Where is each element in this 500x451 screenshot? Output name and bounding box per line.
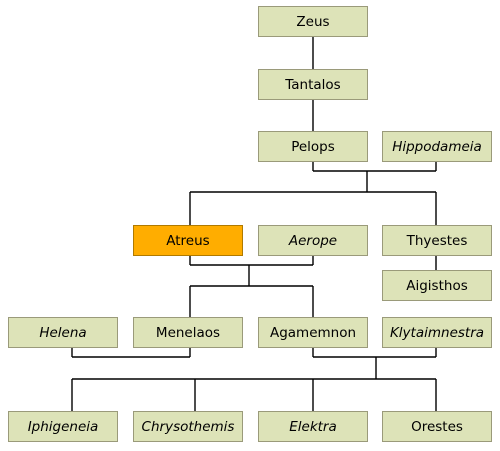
node-pelops: Pelops [258,131,368,162]
node-atreus: Atreus [133,225,243,256]
node-helena: Helena [8,317,118,348]
node-tantalos: Tantalos [258,69,368,100]
node-menelaos: Menelaos [133,317,243,348]
node-aigisthos: Aigisthos [382,270,492,301]
node-zeus: Zeus [258,6,368,37]
node-agamemnon: Agamemnon [258,317,368,348]
node-orestes: Orestes [382,411,492,442]
node-thyestes: Thyestes [382,225,492,256]
node-klytaimnestra: Klytaimnestra [382,317,492,348]
node-elektra: Elektra [258,411,368,442]
node-aerope: Aerope [258,225,368,256]
node-iphigeneia: Iphigeneia [8,411,118,442]
node-chrysothemis: Chrysothemis [133,411,243,442]
node-hippodameia: Hippodameia [382,131,492,162]
